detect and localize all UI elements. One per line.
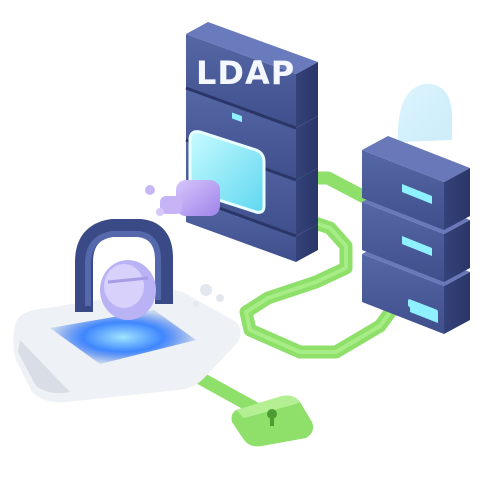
lock-platform xyxy=(13,284,241,403)
secondary-server-stack-icon xyxy=(362,83,470,334)
ldap-server-stack-icon: LDAP xyxy=(145,22,318,262)
padlock-icon xyxy=(75,219,173,320)
key-icon xyxy=(231,395,314,447)
purple-plug-icon xyxy=(145,180,220,216)
ldap-label: LDAP xyxy=(196,54,295,92)
